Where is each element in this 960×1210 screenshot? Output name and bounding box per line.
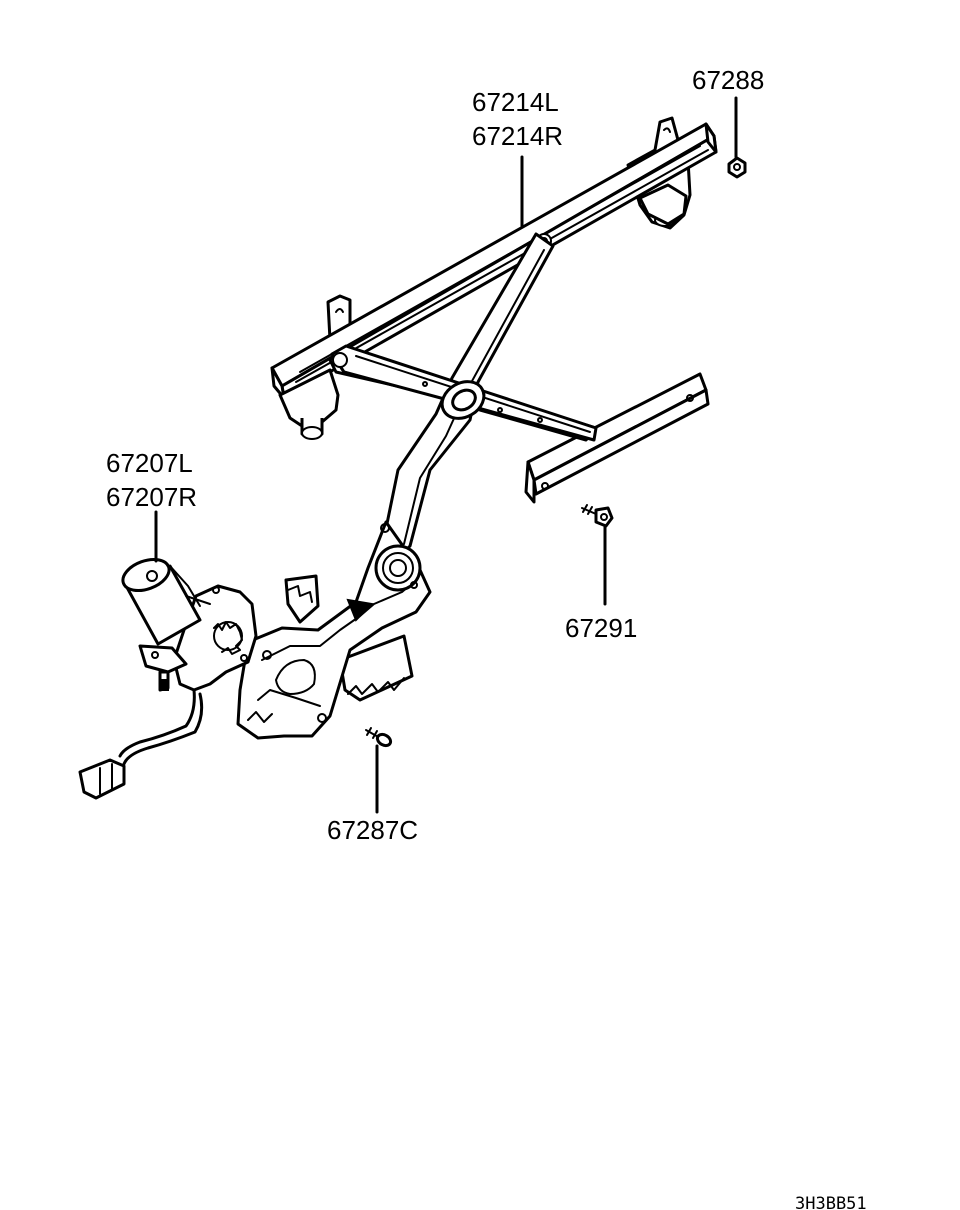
label-67214R: 67214R [472,121,563,151]
bolt-67291 [581,504,614,528]
label-67207R: 67207R [106,482,197,512]
lower-guide-rail [524,372,710,504]
label-67288: 67288 [692,65,764,95]
label-67287C: 67287C [327,815,418,845]
scissor-arms [328,232,598,562]
window-rail [270,116,718,440]
nut-67288 [727,156,747,179]
label-67291: 67291 [565,613,637,643]
regulator-base-plate [236,520,432,740]
motor-assembly [78,557,258,800]
screw-67287C [365,727,393,748]
leader-lines [154,96,738,814]
label-67214L: 67214L [472,87,559,117]
drawing-code: 3H3BB51 [795,1194,867,1210]
label-67207L: 67207L [106,448,193,478]
